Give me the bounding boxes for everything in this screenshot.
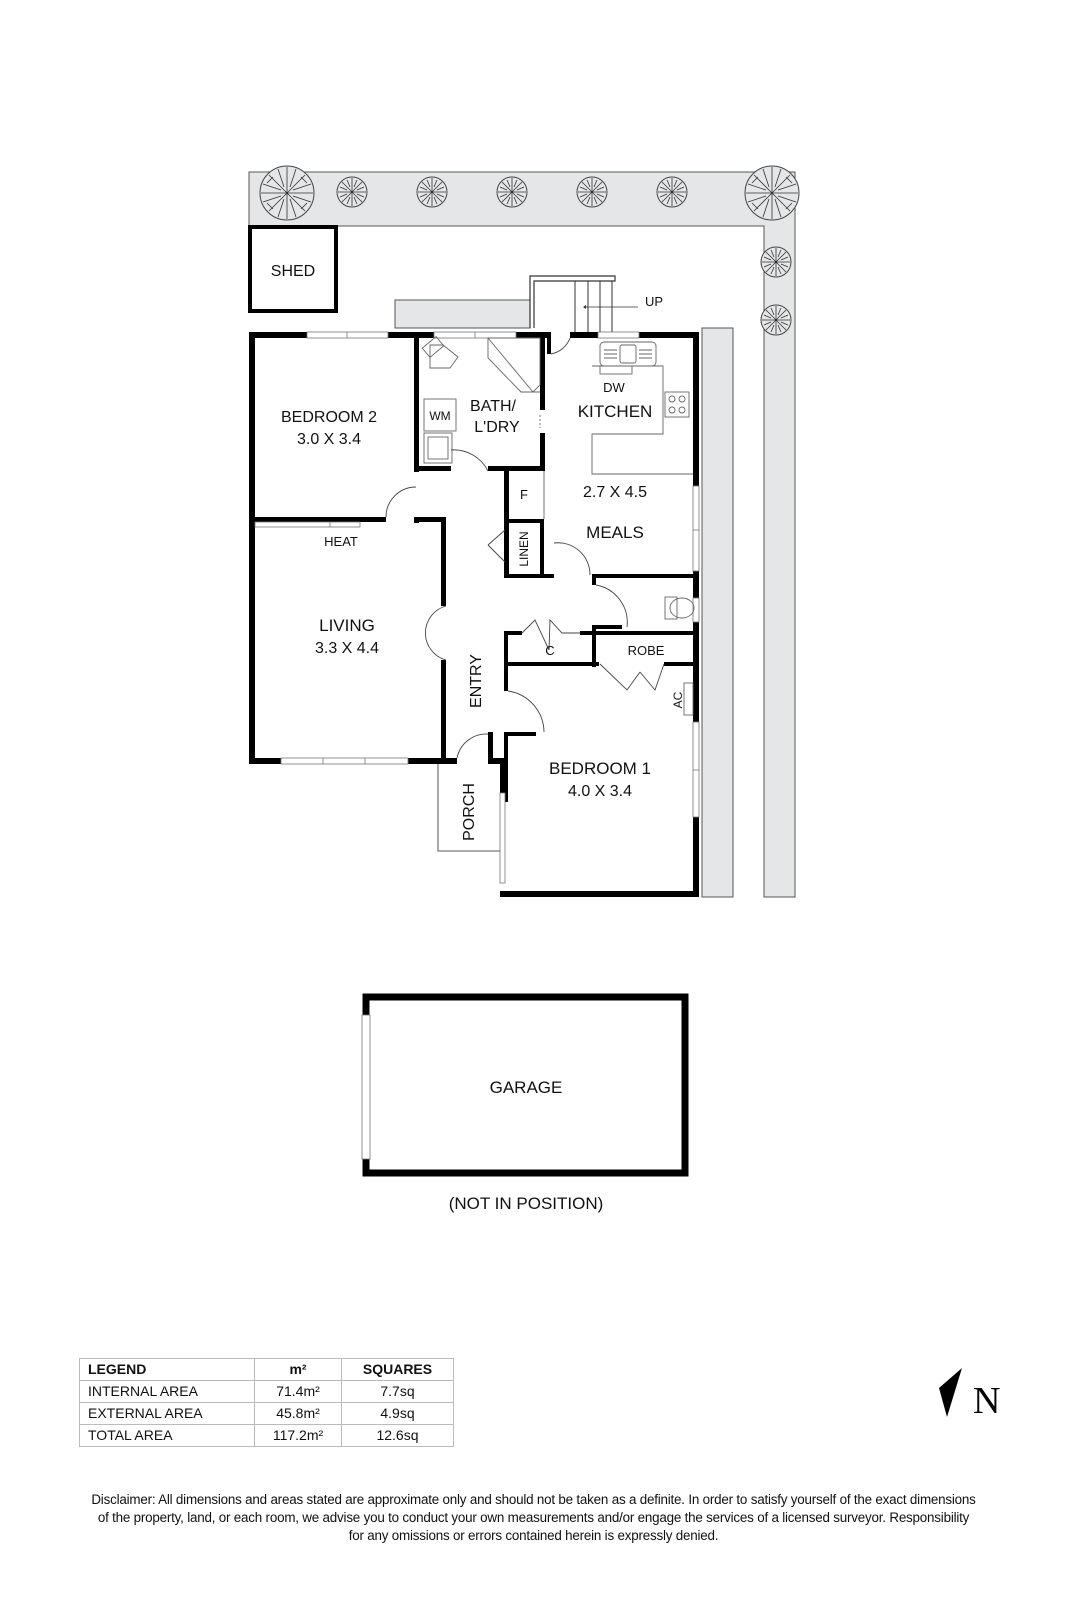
legend-m2: 117.2m² [254, 1424, 342, 1447]
garage [361, 993, 689, 1177]
ac-label: AC [671, 691, 685, 708]
north-compass: N [935, 1365, 1015, 1435]
legend-squares: 4.9sq [341, 1402, 454, 1425]
legend-row: TOTAL AREA 117.2m² 12.6sq [79, 1424, 454, 1447]
bedroom1-dims: 4.0 X 3.4 [568, 783, 632, 800]
kitchen-fittings [543, 341, 695, 716]
meals-dims: 2.7 X 4.5 [583, 484, 647, 501]
legend-header-row: LEGEND m² SQUARES [79, 1358, 454, 1381]
porch [437, 764, 500, 852]
dishwasher-label: DW [603, 380, 625, 395]
wm-label: WM [429, 409, 450, 423]
laundry-label: L'DRY [474, 419, 520, 436]
legend-label: TOTAL AREA [79, 1424, 255, 1447]
shed-label: SHED [271, 263, 315, 280]
garage-label: GARAGE [490, 1078, 563, 1097]
windows [254, 331, 700, 884]
north-label: N [973, 1380, 1000, 1422]
bedroom2-dims: 3.0 X 3.4 [297, 431, 361, 448]
legend-row: EXTERNAL AREA 45.8m² 4.9sq [79, 1402, 454, 1425]
north-arrow-icon [939, 1368, 962, 1417]
bath-label: BATH/ [470, 398, 516, 415]
legend-squares: 12.6sq [341, 1424, 454, 1447]
disclaimer-line: Disclaimer: All dimensions and areas sta… [91, 1492, 976, 1507]
area-legend-table: LEGEND m² SQUARES INTERNAL AREA 71.4m² 7… [79, 1358, 454, 1447]
stairs [529, 275, 638, 335]
living-label: LIVING [319, 616, 375, 635]
legend-m2: 71.4m² [254, 1380, 342, 1403]
legend-row: INTERNAL AREA 71.4m² 7.7sq [79, 1380, 454, 1403]
fridge-label: F [520, 487, 528, 502]
entry-label: ENTRY [468, 654, 485, 708]
meals-label: MEALS [586, 523, 644, 542]
cupboard-label: C [545, 643, 554, 658]
garden-strip [248, 171, 796, 898]
bath-fittings [421, 335, 541, 464]
robe-label: ROBE [628, 643, 665, 658]
disclaimer-line: for any omissions or errors contained he… [348, 1528, 719, 1543]
legend-m2: 45.8m² [254, 1402, 342, 1425]
walls [249, 332, 699, 897]
bedroom2-label: BEDROOM 2 [281, 409, 377, 426]
floor-plan: SHED UP [248, 165, 800, 1213]
disclaimer-line: of the property, land, or each room, we … [97, 1510, 970, 1525]
kitchen-label: KITCHEN [578, 402, 653, 421]
shed [248, 225, 338, 313]
legend-header: SQUARES [341, 1358, 454, 1381]
stairs-up-label: UP [645, 294, 663, 309]
garage-note: (NOT IN POSITION) [449, 1194, 604, 1213]
legend-label: INTERNAL AREA [79, 1380, 255, 1403]
legend-squares: 7.7sq [341, 1380, 454, 1403]
porch-label: PORCH [461, 783, 478, 841]
living-dims: 3.3 X 4.4 [315, 640, 379, 657]
doors [385, 337, 665, 759]
heat-label: HEAT [324, 534, 358, 549]
linen-label: LINEN [517, 531, 531, 566]
legend-header: LEGEND [79, 1358, 255, 1381]
legend-header: m² [254, 1358, 342, 1381]
bedroom1-label: BEDROOM 1 [549, 759, 651, 778]
legend-label: EXTERNAL AREA [79, 1402, 255, 1425]
disclaimer: Disclaimer: All dimensions and areas sta… [0, 1491, 1067, 1545]
